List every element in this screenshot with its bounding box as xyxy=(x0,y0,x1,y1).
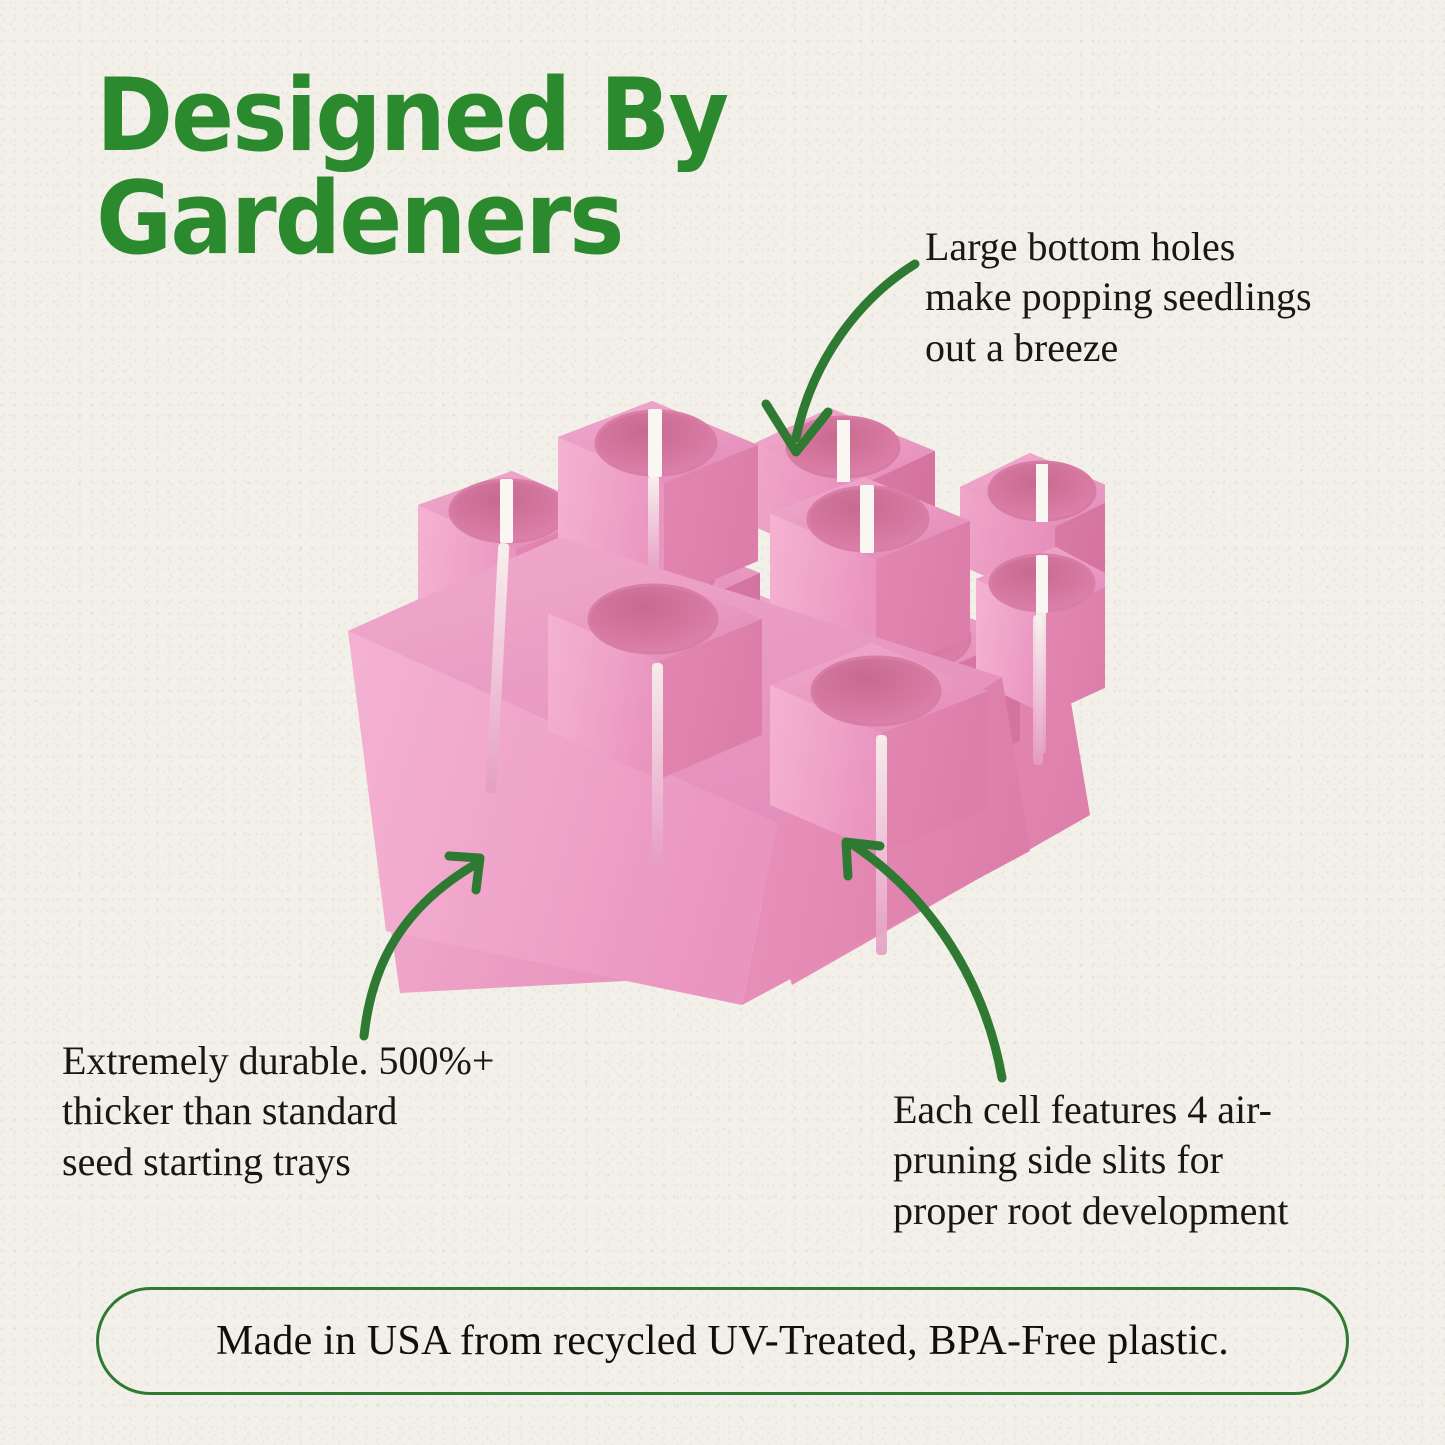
callout-large-bottom-holes: Large bottom holes make popping seedling… xyxy=(925,224,1312,370)
banner-text: Made in USA from recycled UV-Treated, BP… xyxy=(215,1318,1229,1364)
made-in-usa-banner: Made in USA from recycled UV-Treated, BP… xyxy=(96,1287,1349,1395)
callout-extremely-durable: Extremely durable. 500%+ thicker than st… xyxy=(62,1038,495,1184)
cell-front-right xyxy=(770,643,988,955)
product-image-seed-tray xyxy=(330,375,1315,1045)
air-pruning-slit-marks xyxy=(485,543,1043,793)
tray-solid-body xyxy=(330,375,1120,1045)
callout-air-pruning-slits: Each cell features 4 air- pruning side s… xyxy=(893,1087,1289,1233)
page-title: Designed By Gardeners xyxy=(96,56,729,278)
cell-front-left xyxy=(548,573,762,863)
